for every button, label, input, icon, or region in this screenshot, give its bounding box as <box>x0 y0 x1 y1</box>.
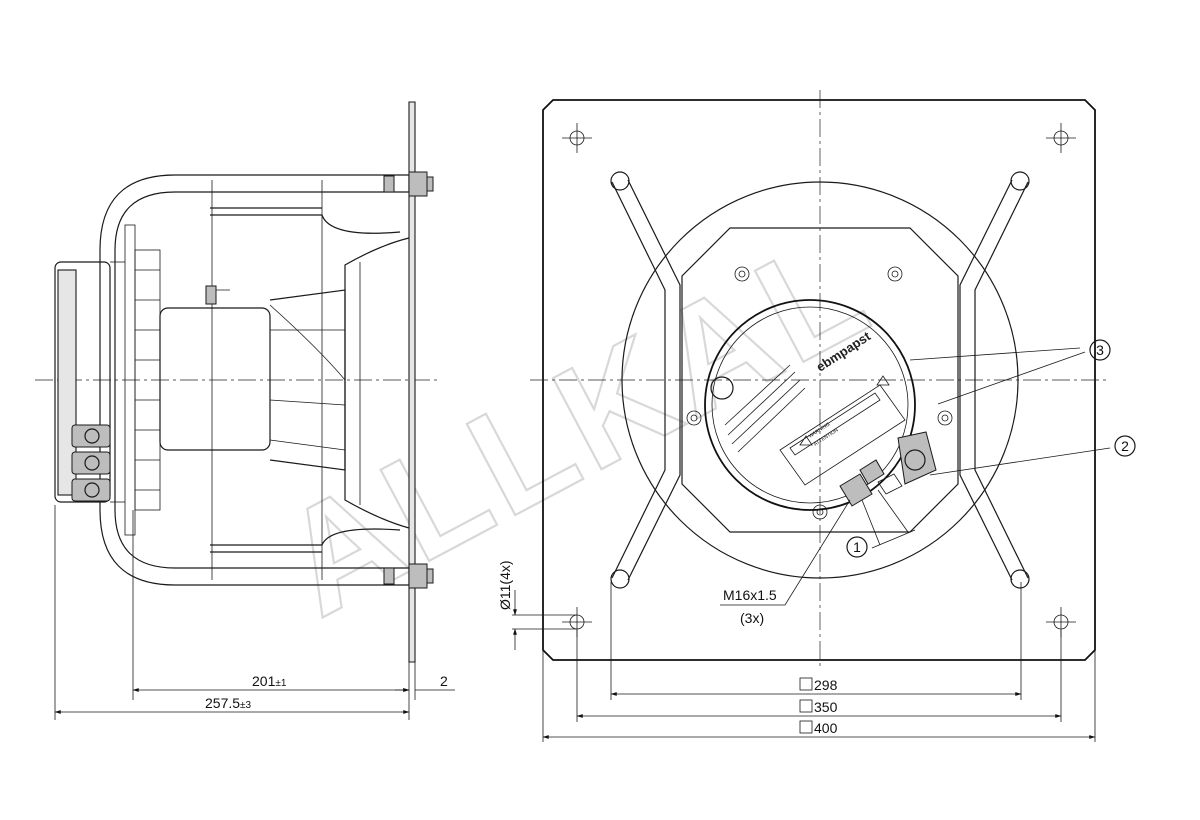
support-arms <box>610 171 1030 589</box>
callout-1-circle <box>846 536 868 558</box>
motor-hub <box>159 307 271 451</box>
dim-2-value: 2 <box>440 673 448 689</box>
callout-2-label: 2 <box>1121 438 1129 454</box>
front-view: ebmpapst WARNING ATTENTION 3 2 1 <box>497 90 1136 742</box>
hole-dia-label: Ø11(4x) <box>497 560 513 610</box>
cable-glands-front <box>839 431 937 507</box>
svg-text:257.5±3: 257.5±3 <box>205 695 252 711</box>
callout-3-circle <box>1089 339 1111 361</box>
inlet-ring <box>621 181 1019 579</box>
callout-2-circle <box>1114 435 1136 457</box>
dim-2575-tol: ±3 <box>240 700 251 711</box>
bracket-top <box>114 174 410 251</box>
watermark-text: ALLKAL <box>255 201 895 648</box>
dim-400-value: 400 <box>814 720 838 736</box>
thread-label: M16x1.5 <box>723 587 777 603</box>
thread-qty: (3x) <box>740 610 764 626</box>
side-view: 201±1 2 257.5±3 <box>35 101 455 720</box>
motor-housing <box>704 299 916 511</box>
bracket-bottom <box>114 509 410 586</box>
svg-text:201±1: 201±1 <box>252 673 287 689</box>
mounting-plate-front <box>542 99 1096 661</box>
callout-3-label: 3 <box>1096 342 1104 358</box>
dim-350-value: 350 <box>814 699 838 715</box>
dim-201-value: 201 <box>252 673 276 689</box>
callout-1-label: 1 <box>853 539 861 555</box>
dim-201-tol: ±1 <box>275 678 286 689</box>
cable-glands-side <box>71 424 111 502</box>
dim-298-value: 298 <box>814 677 838 693</box>
dim-2575-value: 257.5 <box>205 695 240 711</box>
electronics-housing <box>54 261 111 503</box>
